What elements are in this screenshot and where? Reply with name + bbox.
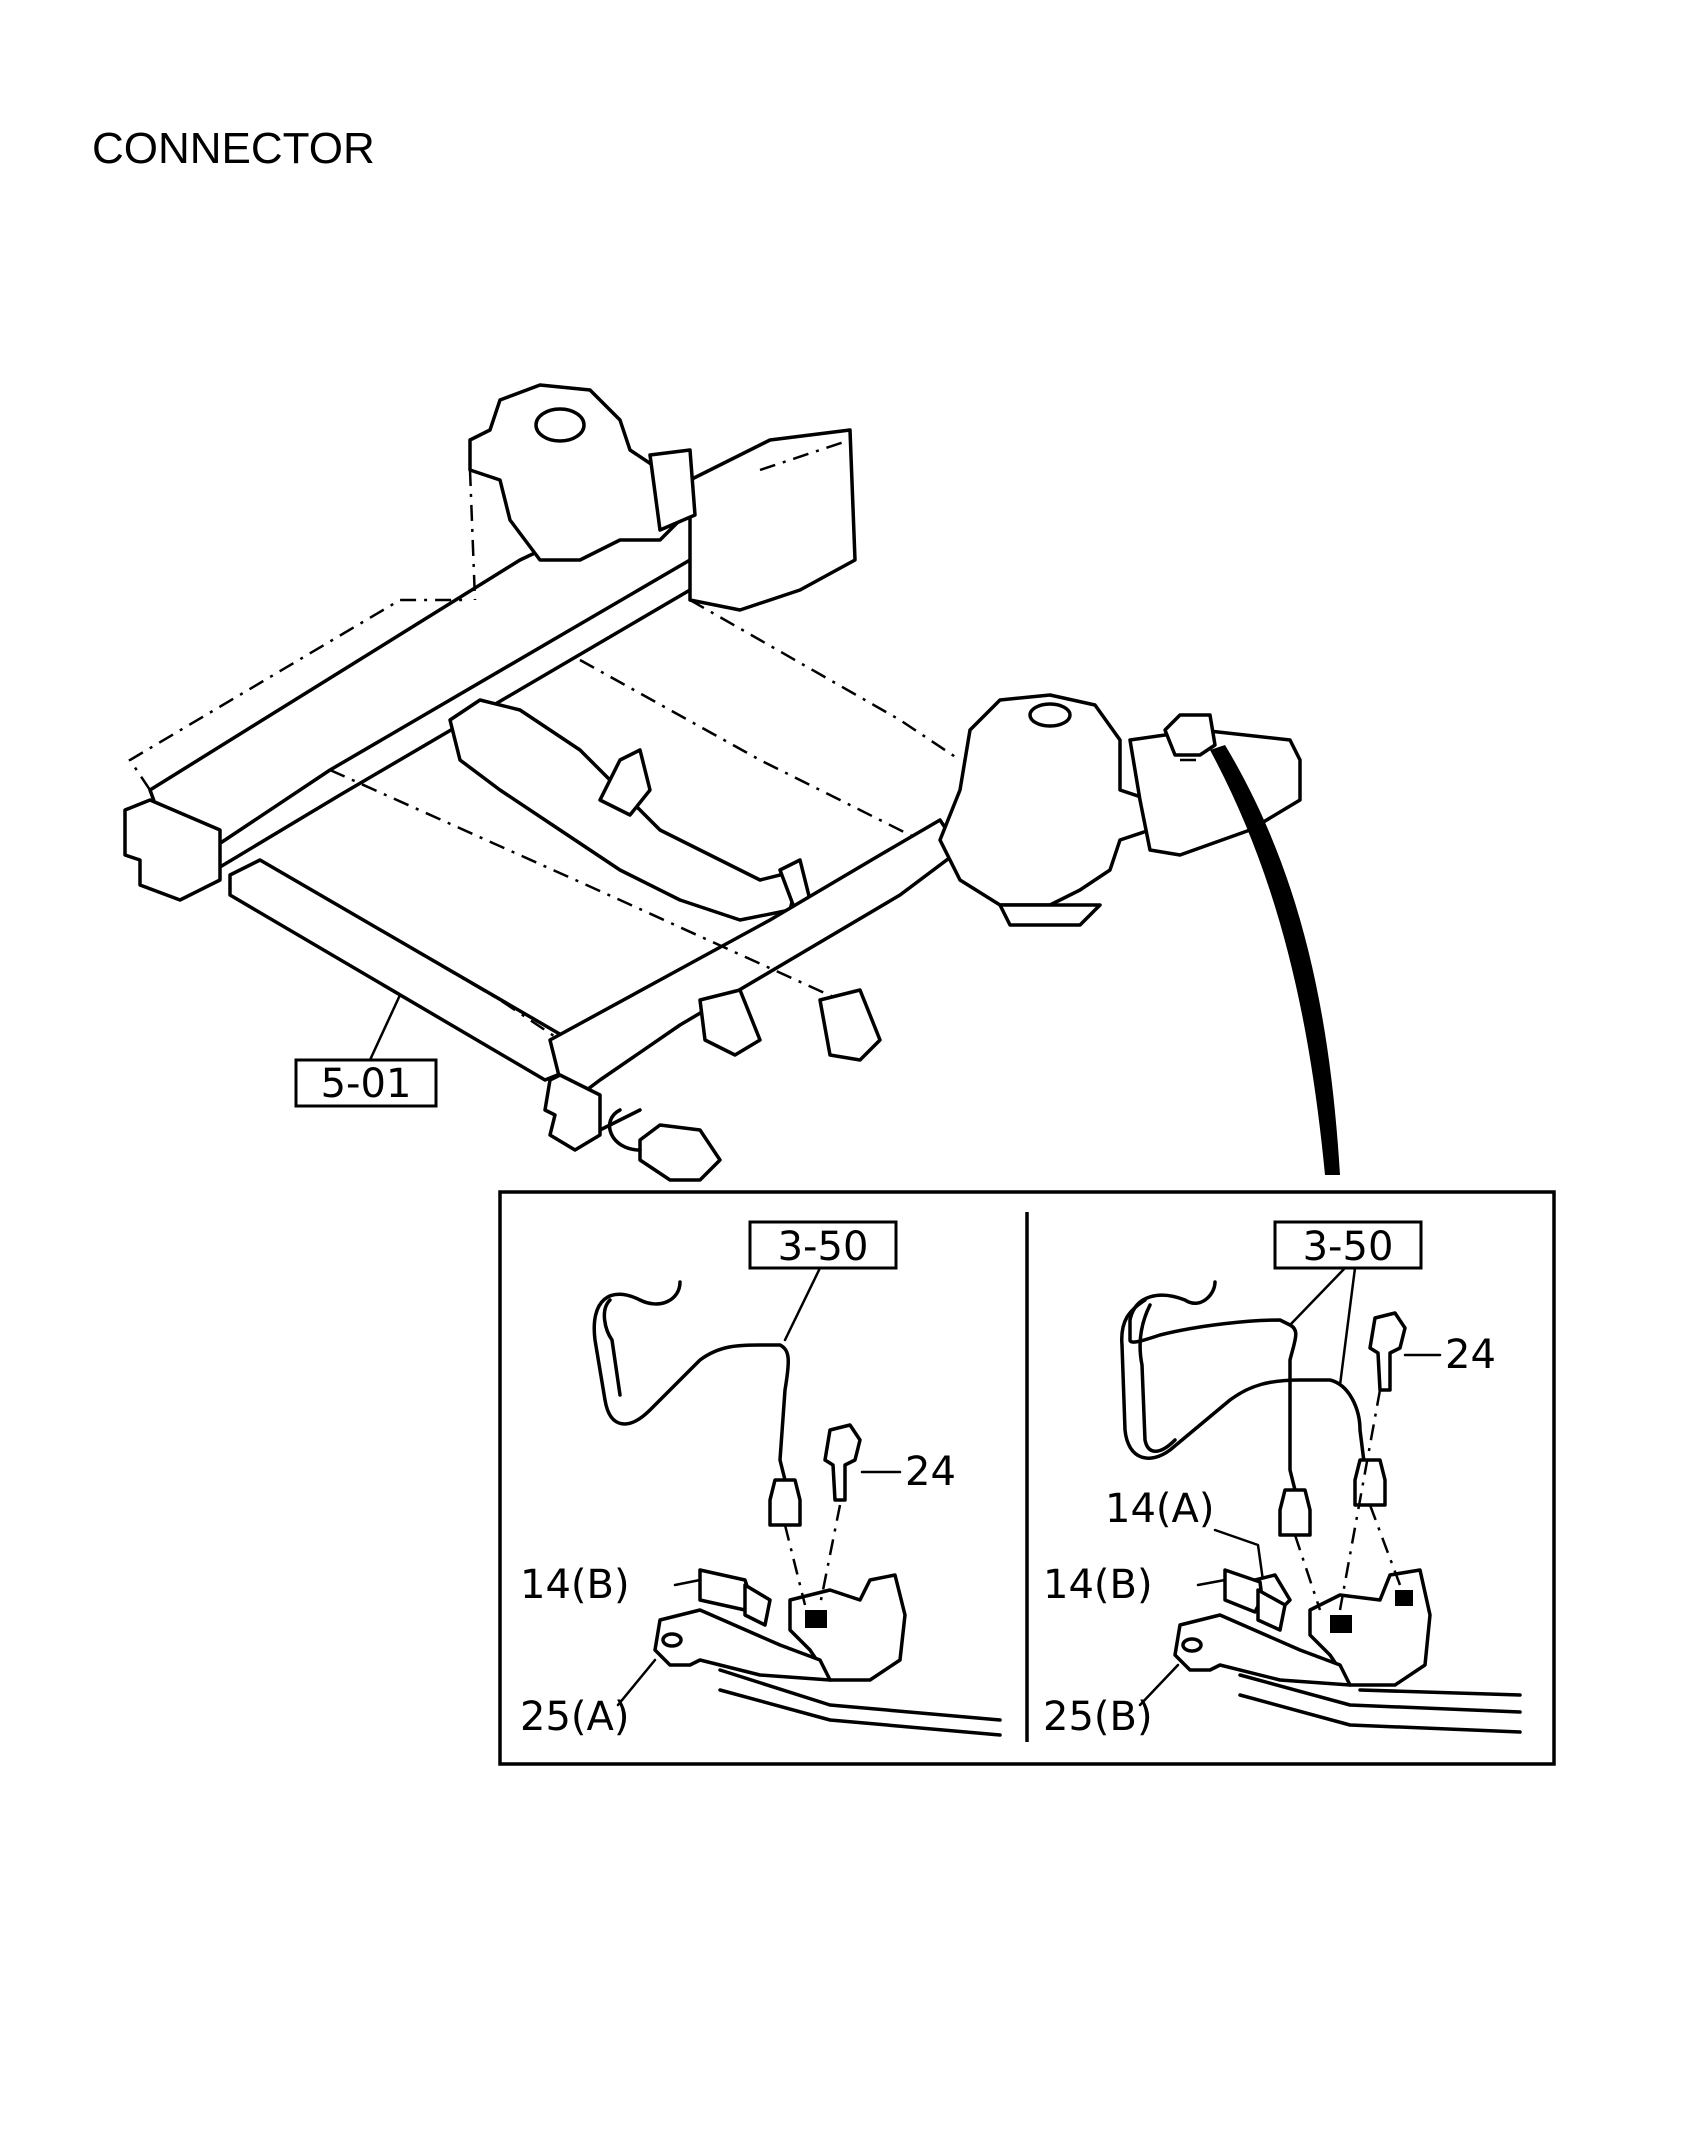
spring-tower-right <box>938 693 1152 907</box>
left-brake-pipe <box>592 1280 791 1482</box>
left-hose-label: 14(B) <box>520 1562 630 1608</box>
left-bracket-label: 25(A) <box>520 1694 629 1740</box>
right-bracket <box>1173 1613 1352 1687</box>
right-brake-pipe-1 <box>1128 1280 1298 1492</box>
frame-reference-callout: 5-01 <box>294 993 438 1108</box>
right-bolt <box>1368 1311 1407 1392</box>
frame-assembly <box>123 383 1302 1182</box>
right-hose-b-label: 14(B) <box>1043 1562 1153 1608</box>
detail-right: 24 14(A) 14(B) 25(B) 3-50 <box>1043 1220 1522 1740</box>
left-bolt <box>823 1423 862 1502</box>
frame-upper-box <box>688 428 857 612</box>
right-hose-a-label: 14(A) <box>1105 1486 1214 1532</box>
frame-lower-bar <box>228 858 572 1082</box>
frame-reference-label: 5-01 <box>321 1061 412 1107</box>
left-connector <box>788 1573 907 1682</box>
left-bolt-label: 24 <box>905 1449 956 1495</box>
page-title: CONNECTOR <box>92 124 375 173</box>
right-bolt-label: 24 <box>1445 1332 1496 1378</box>
connector-location <box>1163 713 1217 757</box>
right-pipe-ref-label: 3-50 <box>1303 1224 1394 1270</box>
spring-tower-left <box>468 383 682 562</box>
left-bracket <box>653 1608 832 1682</box>
left-pipe-ref-label: 3-50 <box>778 1224 869 1270</box>
detail-pointer <box>1210 745 1340 1175</box>
right-bracket-label: 25(B) <box>1043 1694 1153 1740</box>
detail-left: 24 14(B) 25(A) 3-50 <box>520 1220 1002 1740</box>
